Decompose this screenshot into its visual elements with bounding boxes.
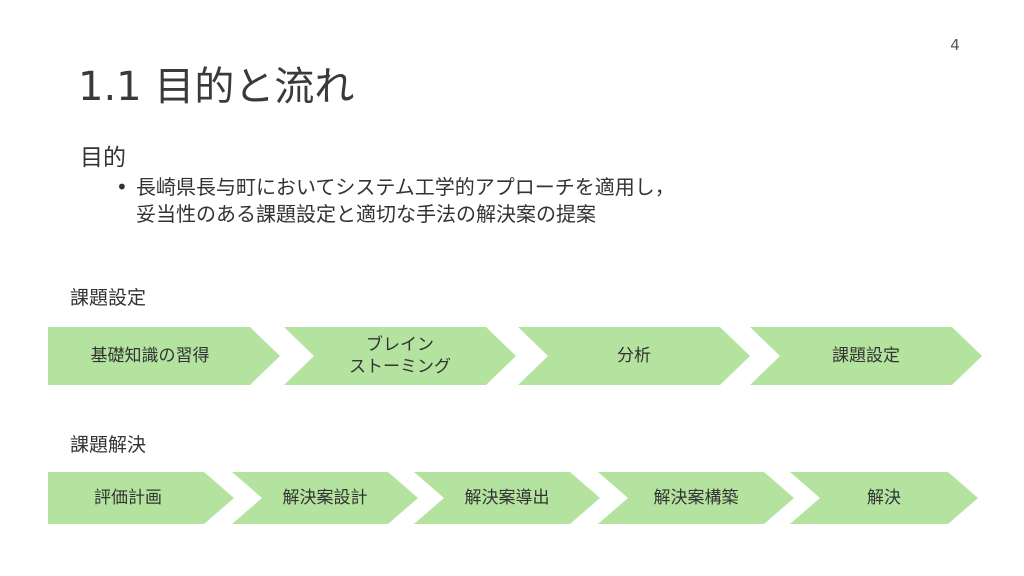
flow-step-resolution: 解決 xyxy=(790,472,978,524)
page-number: 4 xyxy=(950,36,960,54)
purpose-line-2: 妥当性のある課題設定と適切な手法の解決案の提案 xyxy=(136,202,596,226)
purpose-line-1: 長崎県長与町においてシステム工学的アプローチを適用し， xyxy=(136,175,675,199)
flow-step-analysis: 分析 xyxy=(518,327,750,385)
slide-title: 1.1 目的と流れ xyxy=(78,64,355,110)
step-label: 課題設定 xyxy=(832,346,900,366)
purpose-heading: 目的 xyxy=(80,145,126,171)
flow-step-basic-knowledge: 基礎知識の習得 xyxy=(48,327,280,385)
step-label: 基礎知識の習得 xyxy=(90,346,210,366)
flow-step-solution-derivation: 解決案導出 xyxy=(414,472,600,524)
step-label: 解決 xyxy=(867,488,901,508)
flow-step-solution-construction: 解決案構築 xyxy=(598,472,794,524)
step-label: 分析 xyxy=(617,346,651,366)
flow-label-problem-setting: 課題設定 xyxy=(70,287,147,309)
flow-step-solution-design: 解決案設計 xyxy=(232,472,418,524)
step-label: 評価計画 xyxy=(94,488,162,508)
flow-step-problem-setting: 課題設定 xyxy=(750,327,982,385)
step-label: 解決案導出 xyxy=(464,488,550,508)
flow-step-brainstorming: ブレイン ストーミング xyxy=(284,327,516,385)
step-label-line2: ストーミング xyxy=(349,357,451,377)
flow-step-evaluation-plan: 評価計画 xyxy=(48,472,234,524)
step-label-line1: ブレイン xyxy=(366,335,434,355)
purpose-bullet: • 長崎県長与町においてシステム工学的アプローチを適用し， 妥当性のある課題設定… xyxy=(116,174,876,228)
step-label: 解決案構築 xyxy=(653,488,739,508)
bullet-marker: • xyxy=(116,175,128,199)
flow-label-problem-solving: 課題解決 xyxy=(70,434,147,456)
step-label: 解決案設計 xyxy=(282,488,368,508)
